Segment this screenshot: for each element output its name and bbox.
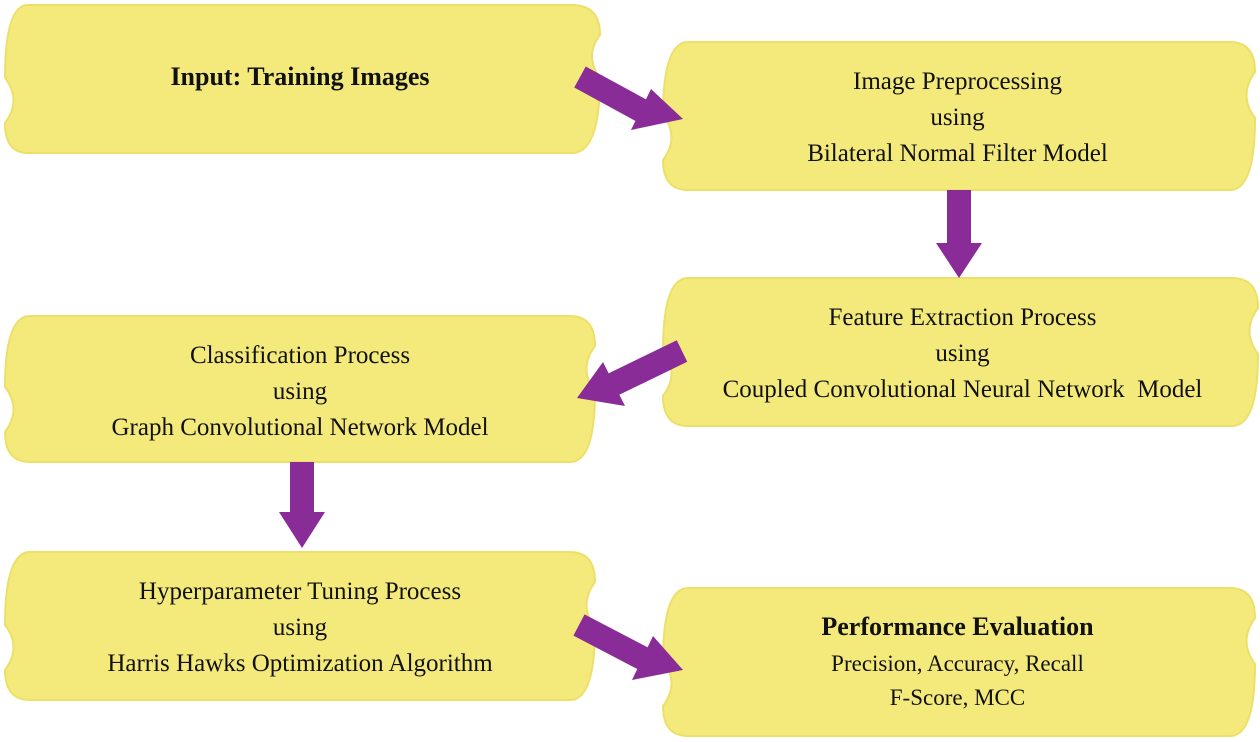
box-classification-method: Graph Convolutional Network Model: [111, 413, 489, 441]
box-classification: Classification Process using Graph Convo…: [15, 334, 585, 449]
arrow-classification-to-hyperparameter: [279, 462, 325, 548]
arrow-hyperparameter-to-performance: [573, 614, 683, 680]
box-performance-title: Performance Evaluation: [821, 611, 1094, 641]
box-feature-extraction-connector-word: using: [935, 339, 990, 367]
box-performance-metrics-1: Precision, Accuracy, Recall: [831, 650, 1084, 676]
box-preprocessing-connector-word: using: [930, 103, 985, 131]
arrow-feature-extraction-to-classification: [577, 340, 688, 406]
box-hyperparameter-method: Harris Hawks Optimization Algorithm: [107, 649, 493, 677]
box-hyperparameter: Hyperparameter Tuning Process using Harr…: [15, 570, 585, 685]
box-input-shape: [3, 4, 602, 154]
box-input-title: Input: Training Images: [170, 62, 430, 91]
box-feature-extraction-method: Coupled Convolutional Neural Network Mod…: [722, 375, 1203, 403]
box-input: Input: Training Images: [30, 42, 570, 112]
box-performance-metrics-2: F-Score, MCC: [889, 684, 1026, 710]
box-preprocessing-title: Image Preprocessing: [853, 67, 1062, 95]
arrow-input-to-preprocessing: [574, 66, 683, 130]
box-performance: Performance Evaluation Precision, Accura…: [670, 603, 1245, 718]
box-classification-title: Classification Process: [189, 341, 411, 369]
box-preprocessing-method: Bilateral Normal Filter Model: [807, 139, 1108, 167]
box-feature-extraction: Feature Extraction Process using Coupled…: [670, 296, 1255, 411]
box-hyperparameter-connector-word: using: [272, 613, 328, 641]
box-feature-extraction-title: Feature Extraction Process: [828, 303, 1097, 331]
arrow-preprocessing-to-feature-extraction: [936, 190, 982, 278]
box-preprocessing: Image Preprocessing using Bilateral Norm…: [670, 60, 1245, 175]
box-classification-connector-word: using: [272, 377, 328, 405]
box-hyperparameter-title: Hyperparameter Tuning Process: [138, 577, 462, 605]
box-classification-shape: [3, 315, 597, 463]
box-hyperparameter-shape: [3, 551, 597, 701]
